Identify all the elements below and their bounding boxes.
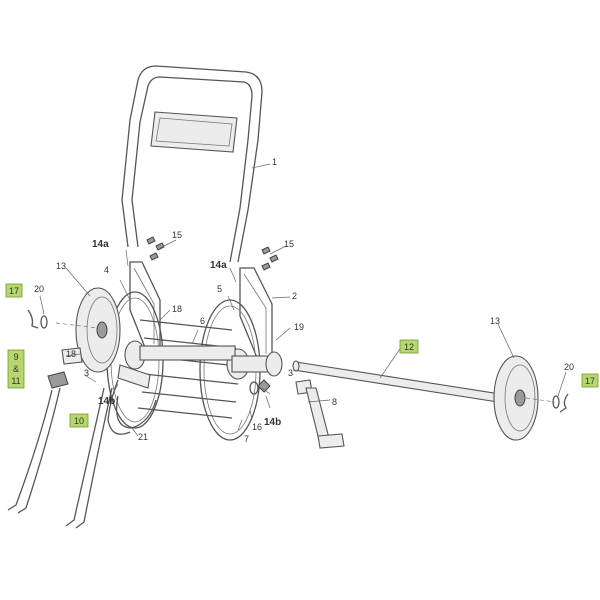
axle — [292, 360, 501, 403]
tube-21 — [115, 395, 157, 429]
highlight-17-left: 17 — [5, 283, 23, 298]
clip-left — [27, 309, 39, 329]
side-bracket-right — [239, 267, 273, 361]
highlighted-callouts: 17 9 & 11 10 12 17 — [5, 283, 599, 428]
callout-18-center: 18 — [172, 304, 182, 314]
callout-18-left: 18 — [66, 349, 76, 359]
callout-21: 21 — [138, 432, 148, 442]
callout-17-right: 17 — [585, 376, 595, 386]
callout-1: 1 — [272, 157, 277, 167]
washer-right — [552, 395, 560, 409]
callout-5: 5 — [217, 284, 222, 294]
hose-left — [7, 387, 61, 514]
washer-left — [40, 315, 48, 329]
crank-handle — [295, 379, 345, 449]
hose-coupler — [47, 347, 83, 389]
highlight-9-11: 9 & 11 — [7, 349, 25, 389]
right-hub-assembly — [231, 351, 283, 395]
callout-11: 11 — [11, 376, 20, 386]
callout-15-right: 15 — [284, 239, 294, 249]
callout-6: 6 — [200, 316, 205, 326]
callout-14a-right: 14a — [210, 260, 227, 271]
right-wheel — [493, 355, 539, 441]
highlight-12: 12 — [399, 339, 419, 354]
callout-20-left: 20 — [34, 284, 44, 294]
callout-7: 7 — [244, 434, 249, 444]
callout-19: 19 — [294, 322, 304, 332]
callout-14b-left: 14b — [98, 396, 115, 407]
callout-9: 9 — [13, 352, 18, 362]
callout-3-right: 3 — [288, 368, 293, 378]
left-wheel — [75, 287, 121, 373]
callout-ampersand: & — [13, 364, 19, 374]
callout-13-right: 13 — [490, 316, 500, 326]
highlight-17-right: 17 — [581, 373, 599, 388]
callout-17-left: 17 — [9, 286, 19, 296]
highlight-10: 10 — [69, 413, 89, 428]
hose-middle — [65, 387, 113, 529]
side-bracket-left — [129, 261, 161, 351]
callout-labels: 1 2 3 3 4 5 6 7 8 13 13 14a 14a 14b 14b … — [34, 157, 574, 444]
callout-8: 8 — [332, 397, 337, 407]
callout-2: 2 — [292, 291, 297, 301]
clip-right — [559, 393, 569, 413]
callout-16: 16 — [252, 422, 262, 432]
callout-13-left: 13 — [56, 261, 66, 271]
handle-frame — [121, 65, 263, 263]
callout-3-left: 3 — [84, 368, 89, 378]
callout-20-right: 20 — [564, 362, 574, 372]
callout-14b-right: 14b — [264, 417, 281, 428]
callout-10: 10 — [74, 416, 84, 426]
leader-lines — [39, 163, 567, 437]
callout-14a-left: 14a — [92, 239, 109, 250]
callout-4: 4 — [104, 265, 109, 275]
bolts-15 — [146, 236, 279, 271]
callout-15-left: 15 — [172, 230, 182, 240]
callout-12: 12 — [404, 342, 414, 352]
